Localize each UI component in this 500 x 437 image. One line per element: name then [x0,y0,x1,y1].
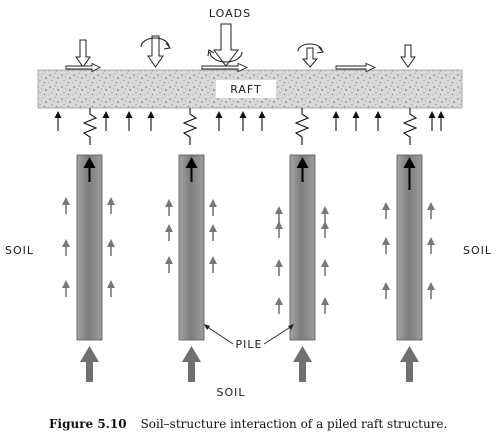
shaft-friction-arrow [382,237,390,254]
shaft-friction-arrow [62,280,70,297]
shaft-friction-arrow [107,239,115,256]
shaft-friction-arrow [321,297,329,314]
pile-head-arrows [83,157,416,190]
base-reaction-arrows [80,346,419,382]
shaft-friction-arrow [165,256,173,273]
shaft-friction-arrow [209,224,217,241]
shaft-friction-arrow [321,259,329,276]
raft-label-background [216,80,276,98]
shaft-friction-arrow [427,237,435,254]
load-arrow-2 [147,35,164,68]
shaft-friction-arrow [321,206,329,223]
raft-label: RAFT [230,83,262,96]
spring-1 [82,108,98,145]
shaft-friction-arrow [209,199,217,216]
pile-2 [178,154,205,341]
spring-4 [402,108,418,145]
soil-label-right: SOIL [463,244,492,257]
caption-text: Soil–structure interaction of a piled ra… [141,417,448,431]
shaft-friction-arrow [427,202,435,219]
load-arrow-1 [75,39,91,68]
pile-head-arrow-1 [83,157,96,182]
pile-leader-left [205,325,234,345]
shaft-friction-arrow [62,197,70,214]
load-arrow-3 [213,23,239,67]
base-arrow-2 [182,346,201,382]
raft-reaction-arrow [352,111,360,131]
piles [76,154,423,341]
pile-head-arrow-2 [185,157,198,182]
shaft-friction-arrow [275,259,283,276]
shaft-friction-arrow [382,202,390,219]
shaft-friction-arrow [275,221,283,238]
pile-annotation: PILE [204,324,294,351]
shaft-friction-arrow [427,282,435,299]
pile-leader-right [263,325,293,345]
raft-reaction-arrow [215,111,223,131]
spring-3 [294,108,310,145]
shaft-friction-arrow [107,280,115,297]
pile-3 [289,154,316,341]
soil-label-left: SOIL [5,244,34,257]
raft-reaction-arrow [258,111,266,131]
raft-reaction-arrow [437,111,445,131]
load-arrow-5 [400,44,416,68]
caption-number: Figure 5.10 [49,417,127,431]
moment-arc-1 [140,37,170,48]
base-arrow-3 [293,346,312,382]
shaft-friction-arrow [165,199,173,216]
pile-1 [76,154,103,341]
shaft-friction-arrow [382,282,390,299]
raft-reaction-arrow [54,111,62,131]
shaft-friction-arrow [209,256,217,273]
horizontal-arrow-3 [335,62,377,73]
raft-reaction-arrow [125,111,133,131]
pile-head-arrow-4 [403,157,416,190]
raft-reaction-arrow [239,111,247,131]
load-arrow-4 [301,47,319,68]
shaft-friction-arrow [321,221,329,238]
loads-label: LOADS [209,7,251,20]
springs [82,108,418,145]
horizontal-load-arrows [65,62,377,73]
horizontal-arrow-1 [65,62,102,73]
raft-reaction-arrow [332,111,340,131]
shaft-friction-arrow [62,239,70,256]
shaft-friction-arrow [275,206,283,223]
base-arrow-4 [400,346,419,382]
base-arrow-1 [80,346,99,382]
moment-arc-2 [209,51,243,63]
raft-reaction-arrow [428,111,436,131]
raft: RAFT [37,69,463,109]
raft-reaction-arrows [54,111,445,131]
spring-2 [182,108,198,145]
figure-caption: Figure 5.10 Soil–structure interaction o… [49,415,447,432]
horizontal-arrow-2 [201,62,249,73]
raft-reaction-arrow [147,111,155,131]
shaft-friction-arrow [165,224,173,241]
soil-label-bottom: SOIL [216,386,245,399]
shaft-friction-arrow [275,297,283,314]
load-arrows [75,23,416,68]
pile-label: PILE [236,338,263,351]
shaft-friction-arrow [107,197,115,214]
raft-reaction-arrow [374,111,382,131]
raft-reaction-arrow [102,111,110,131]
moment-arrows [140,37,325,63]
pile-head-arrow-3 [296,157,309,182]
shaft-friction-arrows [62,197,435,314]
moment-arc-3 [297,43,323,52]
